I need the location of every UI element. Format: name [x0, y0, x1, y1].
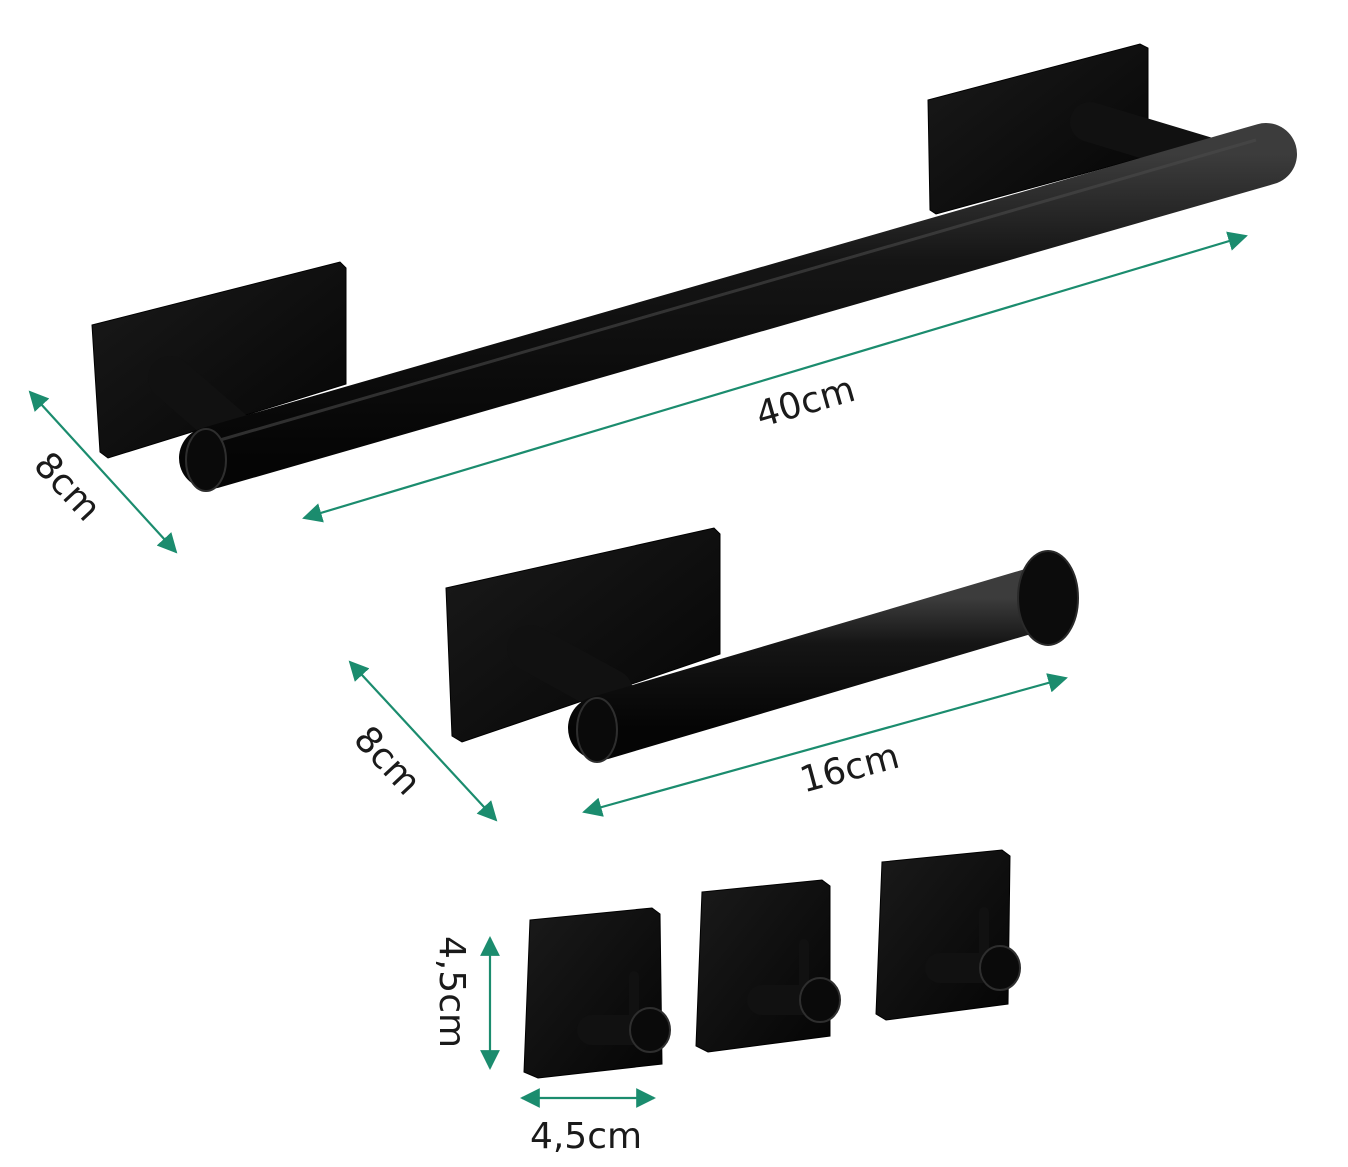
paper-holder-end-cap: [576, 697, 618, 763]
paper-holder-length-label: 16cm: [796, 736, 904, 802]
towel-bar: [91, 43, 1297, 492]
towel-bar-length-arrow: [302, 231, 1248, 523]
hook-2: [695, 879, 841, 1053]
hook-1-cap: [629, 1007, 671, 1053]
towel-bar-depth-label: 8cm: [26, 445, 109, 530]
hook-3-cap: [979, 945, 1021, 991]
hook-2-plate: [695, 879, 831, 1053]
paper-holder: [445, 527, 1079, 763]
hook-2-cap: [799, 977, 841, 1023]
hook-3-plate: [875, 849, 1011, 1021]
paper-holder-depth-label: 8cm: [346, 719, 429, 804]
towel-bar-end-cap: [185, 428, 227, 492]
hook-1: [523, 907, 671, 1079]
hook-width-dimension: 4,5cm: [520, 1088, 656, 1157]
paper-holder-length-arrow: [582, 673, 1068, 817]
towel-bar-depth-arrow: [28, 390, 178, 554]
towel-bar-rod-highlight: [219, 138, 1257, 442]
hook-height-label: 4,5cm: [431, 936, 472, 1048]
towel-bar-rod: [179, 123, 1297, 489]
paper-holder-flange: [1017, 550, 1079, 646]
towel-bar-left-standoff: [148, 356, 252, 452]
hook-1-plate: [523, 907, 663, 1079]
hook-width-label: 4,5cm: [530, 1116, 642, 1157]
paper-holder-depth-arrow: [348, 660, 498, 822]
hook-3: [875, 849, 1021, 1021]
hook-height-dimension: 4,5cm: [431, 936, 500, 1070]
